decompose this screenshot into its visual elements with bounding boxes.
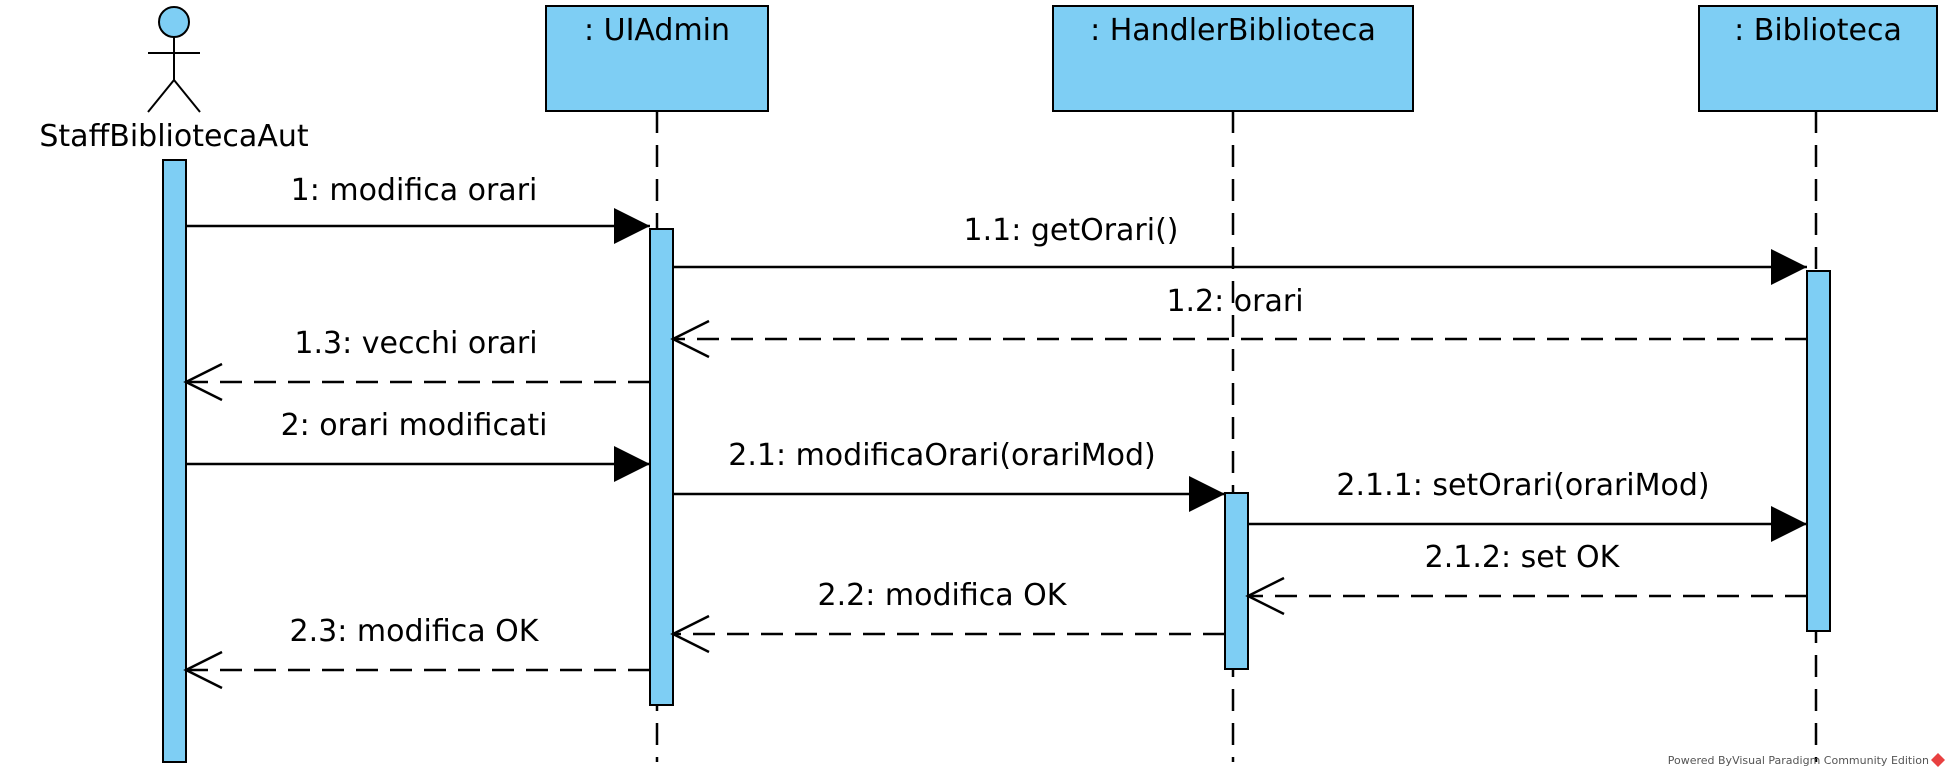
message-2-1-label: 2.1: modificaOrari(orariMod) bbox=[728, 438, 1156, 473]
lifeline-biblioteca-label: : Biblioteca bbox=[1734, 13, 1902, 48]
lifeline-handler-label: : HandlerBiblioteca bbox=[1090, 13, 1376, 48]
message-2-1-1: 2.1.1: setOrari(orariMod) bbox=[1248, 468, 1807, 542]
message-2-3-label: 2.3: modifica OK bbox=[290, 614, 540, 649]
message-1-3: 1.3: vecchi orari bbox=[183, 326, 650, 402]
message-1-1-label: 1.1: getOrari() bbox=[963, 213, 1178, 248]
activation-actor bbox=[162, 159, 187, 763]
activation-handler bbox=[1224, 492, 1249, 670]
footer-watermark: Powered By⁣Visual Paradigm Community Edi… bbox=[1668, 753, 1945, 767]
message-1-2: 1.2: orari bbox=[670, 284, 1807, 359]
message-1-2-label: 1.2: orari bbox=[1166, 284, 1303, 319]
actor-name: StaffBibliotecaAut bbox=[39, 119, 308, 154]
activation-biblioteca bbox=[1806, 270, 1831, 632]
message-2-1-1-label: 2.1.1: setOrari(orariMod) bbox=[1336, 468, 1709, 503]
visual-paradigm-logo-icon bbox=[1931, 753, 1945, 767]
message-2-1: 2.1: modificaOrari(orariMod) bbox=[673, 438, 1225, 512]
message-2-1-2-label: 2.1.2: set OK bbox=[1425, 540, 1621, 575]
message-2-2-label: 2.2: modifica OK bbox=[818, 578, 1068, 613]
lifeline-uiadmin: : UIAdmin bbox=[545, 5, 769, 112]
activation-uiadmin bbox=[649, 228, 674, 706]
lifeline-handler: : HandlerBiblioteca bbox=[1052, 5, 1414, 112]
message-1-1: 1.1: getOrari() bbox=[673, 213, 1807, 285]
message-2-label: 2: orari modificati bbox=[281, 408, 548, 443]
actor-head-icon bbox=[158, 6, 190, 38]
message-2-2: 2.2: modifica OK bbox=[670, 578, 1225, 654]
message-2: 2: orari modificati bbox=[186, 408, 650, 482]
message-1: 1: modifica orari bbox=[186, 173, 650, 244]
message-2-1-2: 2.1.2: set OK bbox=[1245, 540, 1807, 616]
actor-staff: StaffBibliotecaAut bbox=[39, 6, 309, 154]
message-1-label: 1: modifica orari bbox=[291, 173, 538, 208]
footer-text: Powered By⁣Visual Paradigm Community Edi… bbox=[1668, 754, 1929, 767]
lifeline-biblioteca: : Biblioteca bbox=[1698, 5, 1938, 112]
message-2-3: 2.3: modifica OK bbox=[183, 614, 650, 690]
lifeline-uiadmin-label: : UIAdmin bbox=[584, 13, 730, 48]
message-1-3-label: 1.3: vecchi orari bbox=[294, 326, 537, 361]
